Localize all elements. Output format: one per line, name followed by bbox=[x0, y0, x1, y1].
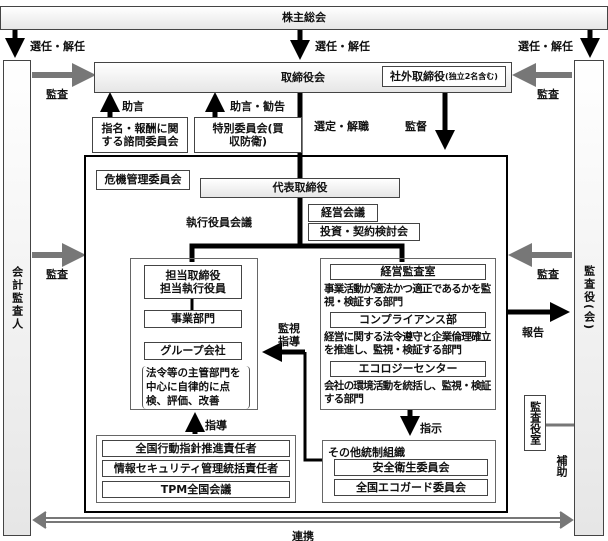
investment-review: 投資・契約検討会 bbox=[308, 223, 420, 241]
report-label: 報告 bbox=[522, 326, 544, 339]
conduct-guideline-label: 全国行動指針推進責任者 bbox=[135, 441, 257, 455]
eco-guard-committee: 全国エコガード委員会 bbox=[334, 479, 488, 496]
cooperation-label: 連携 bbox=[292, 530, 314, 541]
audit-label: 監査 bbox=[46, 268, 68, 281]
business-unit-frame bbox=[130, 258, 258, 410]
supervise-label: 監督 bbox=[405, 120, 427, 133]
special-committee-label: 特別委員会(買収防衛) bbox=[212, 121, 284, 148]
monitor-guide-label: 監視 指導 bbox=[278, 322, 300, 349]
elect-label-center: 選任・解任 bbox=[315, 40, 370, 53]
nomination-committee: 指名・報酬に関する諮問委員会 bbox=[92, 117, 188, 153]
responsible-officers-label: 担当取締役 担当執行役員 bbox=[160, 268, 226, 295]
external-auditor-label: 会計監査人 bbox=[10, 265, 24, 331]
ecology-label: エコロジーセンター bbox=[358, 362, 458, 376]
audit-label: 監査 bbox=[537, 88, 559, 101]
risk-committee-label: 危機管理委員会 bbox=[104, 173, 182, 187]
instruct-label: 指示 bbox=[420, 422, 442, 435]
info-security-officer: 情報セキュリティ管理統括責任者 bbox=[102, 460, 290, 477]
appoint-dismiss-label: 選定・解職 bbox=[314, 120, 369, 133]
ecology-center: エコロジーセンター bbox=[330, 361, 486, 377]
business-division-label: 事業部門 bbox=[171, 312, 215, 326]
compliance-label: コンプライアンス部 bbox=[358, 313, 457, 327]
outside-directors-label: 社外取締役 bbox=[390, 69, 446, 83]
executive-frame bbox=[84, 155, 508, 513]
guide-label: 指導 bbox=[205, 419, 227, 432]
tpm-label: TPM全国会議 bbox=[160, 482, 232, 496]
advice-label: 助言 bbox=[122, 100, 144, 113]
representative-director: 代表取締役 bbox=[200, 178, 400, 198]
compliance-dept: コンプライアンス部 bbox=[330, 312, 486, 328]
tpm-meeting: TPM全国会議 bbox=[102, 481, 290, 498]
management-meeting-label: 経営会議 bbox=[321, 206, 365, 220]
audit-staff-office: 監査役室 bbox=[524, 395, 546, 451]
shareholders-meeting: 株主総会 bbox=[0, 6, 608, 30]
risk-committee: 危機管理委員会 bbox=[96, 170, 190, 190]
audit-label: 監査 bbox=[537, 268, 559, 281]
group-companies-label: グループ会社 bbox=[160, 344, 226, 358]
nomination-committee-label: 指名・報酬に関する諮問委員会 bbox=[101, 121, 179, 148]
audit-board: 監査役(会) bbox=[574, 60, 604, 536]
shareholders-label: 株主総会 bbox=[282, 11, 326, 25]
investment-review-label: 投資・契約検討会 bbox=[320, 225, 408, 239]
external-auditor: 会計監査人 bbox=[3, 60, 31, 536]
eco-guard-label: 全国エコガード委員会 bbox=[356, 480, 466, 494]
group-companies: グループ会社 bbox=[144, 342, 242, 360]
assist-label: 補助 bbox=[555, 455, 568, 477]
outside-directors: 社外取締役(独立2名含む) bbox=[382, 66, 506, 87]
audit-staff-label: 監査役室 bbox=[528, 401, 542, 445]
elect-label-left: 選任・解任 bbox=[30, 40, 85, 53]
exec-officer-meeting: 執行役員会議 bbox=[186, 216, 252, 229]
other-control-frame bbox=[322, 440, 496, 503]
audit-office-label: 経営監査室 bbox=[380, 265, 436, 279]
outside-directors-note: (独立2名含む) bbox=[445, 71, 498, 81]
safety-committee-label: 安全衛生委員会 bbox=[372, 460, 450, 474]
audit-label: 監査 bbox=[46, 88, 68, 101]
self-check-note: 法令等の主管部門を中心に自律的に点検、評価、改善 bbox=[142, 366, 250, 409]
elect-label-right: 選任・解任 bbox=[518, 40, 573, 53]
other-control-title: その他統制組織 bbox=[328, 446, 405, 459]
audit-office: 経営監査室 bbox=[330, 264, 486, 280]
ecology-desc: 会社の環境活動を統括し、監視・検証する部門 bbox=[324, 380, 491, 406]
safety-committee: 安全衛生委員会 bbox=[334, 459, 488, 476]
board-label: 取締役会 bbox=[281, 70, 325, 84]
info-security-label: 情報セキュリティ管理統括責任者 bbox=[113, 461, 279, 475]
audit-office-desc: 事業活動が適法かつ適正であるかを監視・検証する部門 bbox=[324, 283, 491, 309]
advice-recommend-label: 助言・勧告 bbox=[230, 100, 285, 113]
representative-label: 代表取締役 bbox=[272, 181, 328, 195]
audit-board-label: 監査役(会) bbox=[582, 264, 596, 332]
conduct-guideline-officer: 全国行動指針推進責任者 bbox=[102, 440, 290, 457]
responsible-officers: 担当取締役 担当執行役員 bbox=[144, 265, 242, 299]
compliance-desc: 経営に関する法令遵守と企業倫理確立を推進し、監視・検証する部門 bbox=[324, 331, 491, 357]
control-unit-frame bbox=[320, 258, 496, 410]
promotion-frame bbox=[96, 435, 296, 503]
business-division: 事業部門 bbox=[144, 310, 242, 328]
management-meeting: 経営会議 bbox=[308, 204, 378, 222]
special-committee: 特別委員会(買収防衛) bbox=[194, 117, 302, 153]
